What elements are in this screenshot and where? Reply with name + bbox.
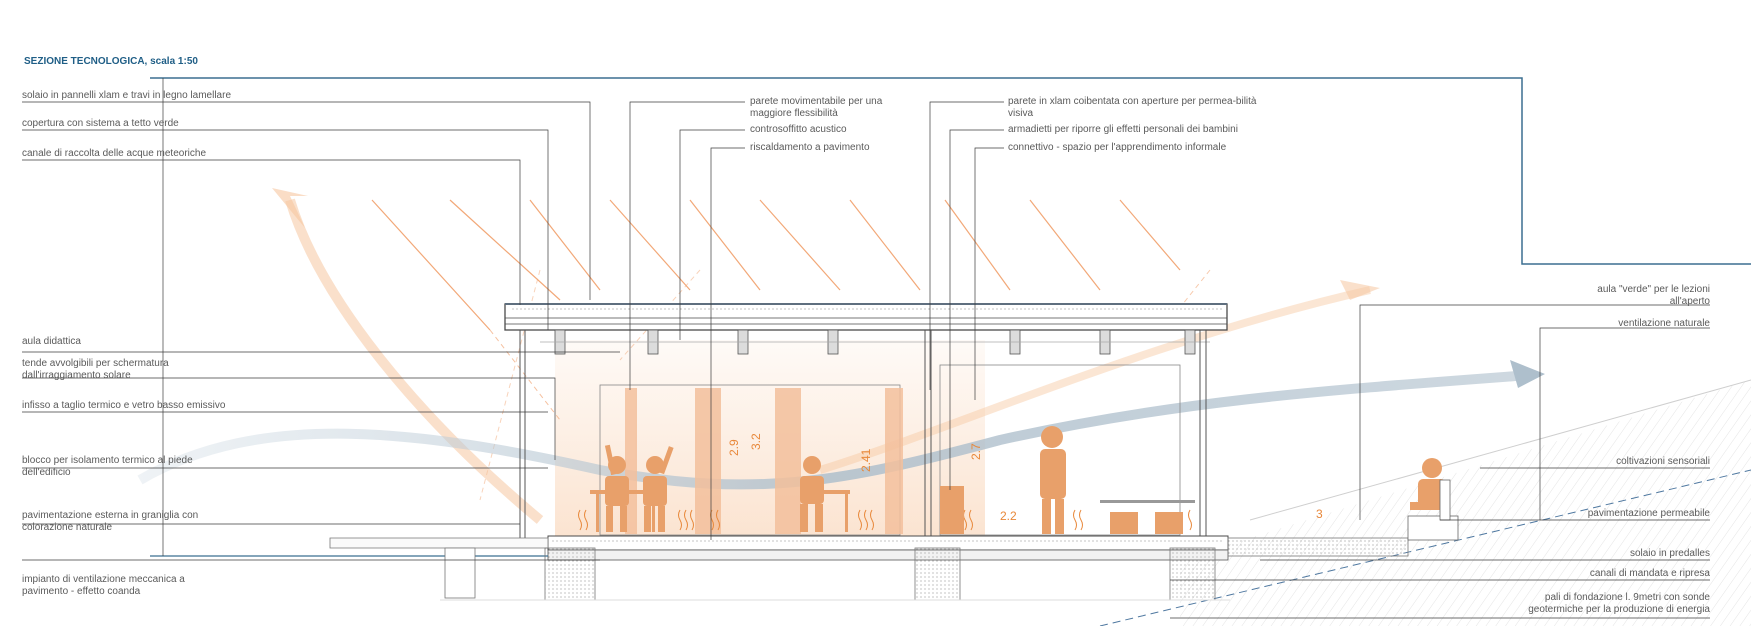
svg-text:3.2: 3.2 (749, 433, 763, 450)
label-coltivazioni: coltivazioni sensoriali (1616, 456, 1710, 467)
label-pavimentazione-permeabile: pavimentazione permeabile (1587, 508, 1710, 519)
label-controsoffitto: controsoffitto acustico (750, 124, 847, 135)
label-impianto-ventilazione: impianto di ventilazione meccanica a pav… (22, 574, 185, 597)
label-infisso: infisso a taglio termico e vetro basso e… (22, 400, 226, 411)
floor-heating (578, 509, 1192, 531)
label-copertura-verde: copertura con sistema a tetto verde (22, 118, 179, 129)
roof (504, 303, 1228, 331)
leader-lines (22, 78, 1710, 619)
label-tende: tende avvolgibili per schermatura dall'i… (22, 358, 169, 381)
svg-text:2.2: 2.2 (1000, 509, 1017, 523)
svg-text:2.7: 2.7 (969, 443, 983, 460)
label-parete-xlam: parete in xlam coibentata con aperture p… (1008, 96, 1257, 119)
svg-text:2.41: 2.41 (859, 448, 873, 472)
label-solaio-xlam: solaio in pannelli xlam e travi in legno… (22, 90, 231, 101)
label-blocco-isolamento: blocco per isolamento termico al piede d… (22, 455, 193, 478)
label-canale-raccolta: canale di raccolta delle acque meteorich… (22, 148, 206, 159)
label-armadietti: armadietti per riporre gli effetti perso… (1008, 124, 1238, 135)
label-pali-fondazione: pali di fondazione l. 9metri con sonde g… (1528, 592, 1710, 615)
drawing-title: SEZIONE TECNOLOGICA, scala 1:50 (24, 56, 198, 67)
label-solaio-predalles: solaio in predalles (1629, 548, 1710, 559)
label-pavimentazione-esterna: pavimentazione esterna in graniglia con … (22, 510, 199, 533)
floor-slab (547, 535, 1229, 561)
label-aula-verde: aula "verde" per le lezioni all'aperto (1597, 284, 1710, 307)
label-parete-movimentabile: parete movimentabile per una maggiore fl… (750, 96, 883, 119)
label-riscaldamento: riscaldamento a pavimento (750, 142, 870, 153)
sun-rays (371, 199, 1181, 331)
label-ventilazione-naturale: ventilazione naturale (1618, 318, 1710, 329)
people-furniture (590, 426, 1450, 534)
label-connettivo: connettivo - spazio per l'apprendimento … (1008, 142, 1227, 153)
dimensions: 2.9 3.2 2.41 2.7 2.2 3 (727, 433, 1323, 523)
label-canali-mandata: canali di mandata e ripresa (1589, 568, 1710, 579)
label-aula-didattica: aula didattica (22, 336, 81, 347)
svg-text:3: 3 (1316, 507, 1323, 521)
svg-text:2.9: 2.9 (727, 439, 741, 456)
foundation-piles (444, 547, 1216, 601)
terrain-profile-line (150, 77, 1751, 265)
